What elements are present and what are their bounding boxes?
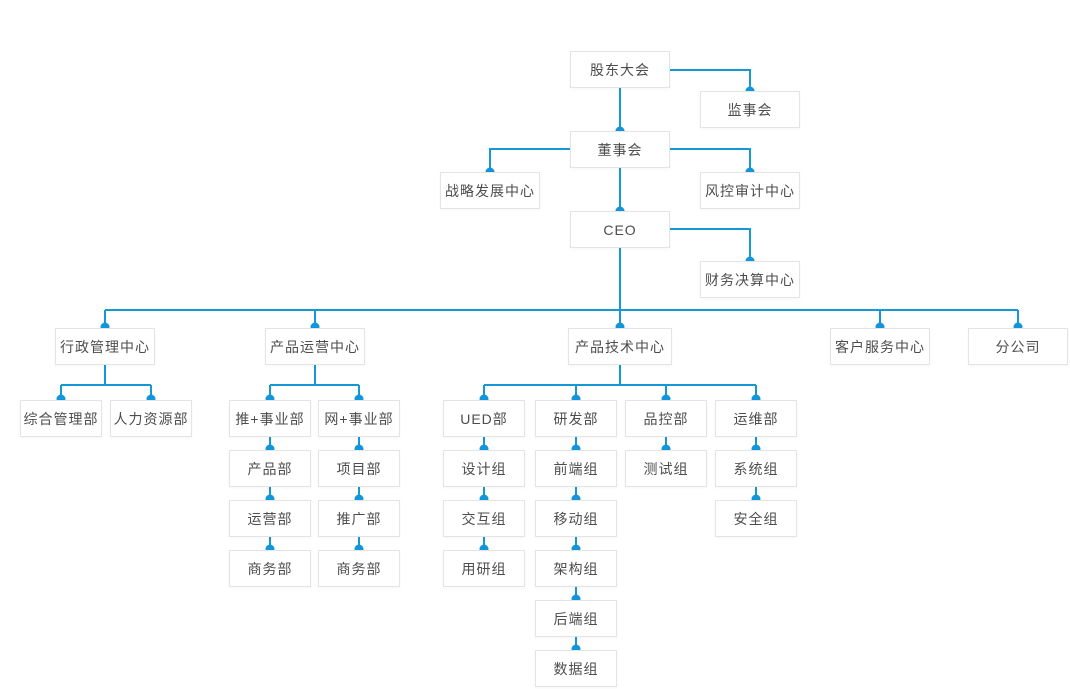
org-node-customer-service-center: 客户服务中心 xyxy=(830,328,930,365)
top-level-connectors xyxy=(104,69,1019,328)
org-node-business-dept-wang: 商务部 xyxy=(318,550,400,587)
org-node-admin-center: 行政管理中心 xyxy=(55,328,155,365)
org-node-operations-dept: 运营部 xyxy=(229,500,311,537)
org-node-security-group: 安全组 xyxy=(715,500,797,537)
org-node-user-research-group: 用研组 xyxy=(443,550,525,587)
org-node-hr-dept: 人力资源部 xyxy=(110,400,192,437)
org-node-project-dept: 项目部 xyxy=(318,450,400,487)
org-node-testing-group: 测试组 xyxy=(625,450,707,487)
org-node-ued-dept: UED部 xyxy=(443,400,525,437)
org-node-product-ops-center: 产品运营中心 xyxy=(265,328,365,365)
org-node-wang-business-dept: 网+事业部 xyxy=(318,400,400,437)
org-node-system-group: 系统组 xyxy=(715,450,797,487)
org-node-backend-group: 后端组 xyxy=(535,600,617,637)
org-node-interaction-group: 交互组 xyxy=(443,500,525,537)
org-node-architecture-group: 架构组 xyxy=(535,550,617,587)
org-node-qc-dept: 品控部 xyxy=(625,400,707,437)
org-node-product-tech-center: 产品技术中心 xyxy=(568,328,672,365)
org-node-strategy-center: 战略发展中心 xyxy=(440,172,540,209)
org-node-frontend-group: 前端组 xyxy=(535,450,617,487)
org-node-data-group: 数据组 xyxy=(535,650,617,687)
org-node-board-of-directors: 董事会 xyxy=(570,131,670,168)
org-node-ops-maintenance-dept: 运维部 xyxy=(715,400,797,437)
org-node-promotion-dept: 推广部 xyxy=(318,500,400,537)
org-node-design-group: 设计组 xyxy=(443,450,525,487)
org-node-business-dept-tui: 商务部 xyxy=(229,550,311,587)
org-node-branch-company: 分公司 xyxy=(968,328,1068,365)
org-node-risk-audit-center: 风控审计中心 xyxy=(700,172,800,209)
org-node-mobile-group: 移动组 xyxy=(535,500,617,537)
org-node-product-dept: 产品部 xyxy=(229,450,311,487)
org-node-ceo: CEO xyxy=(570,211,670,248)
center-branch-connectors xyxy=(60,365,757,400)
org-node-supervisory-board: 监事会 xyxy=(700,91,800,128)
org-node-finance-center: 财务决算中心 xyxy=(700,261,800,298)
org-node-tui-business-dept: 推+事业部 xyxy=(229,400,311,437)
org-node-shareholders-meeting: 股东大会 xyxy=(570,51,670,88)
org-node-general-mgmt-dept: 综合管理部 xyxy=(20,400,102,437)
org-node-rd-dept: 研发部 xyxy=(535,400,617,437)
